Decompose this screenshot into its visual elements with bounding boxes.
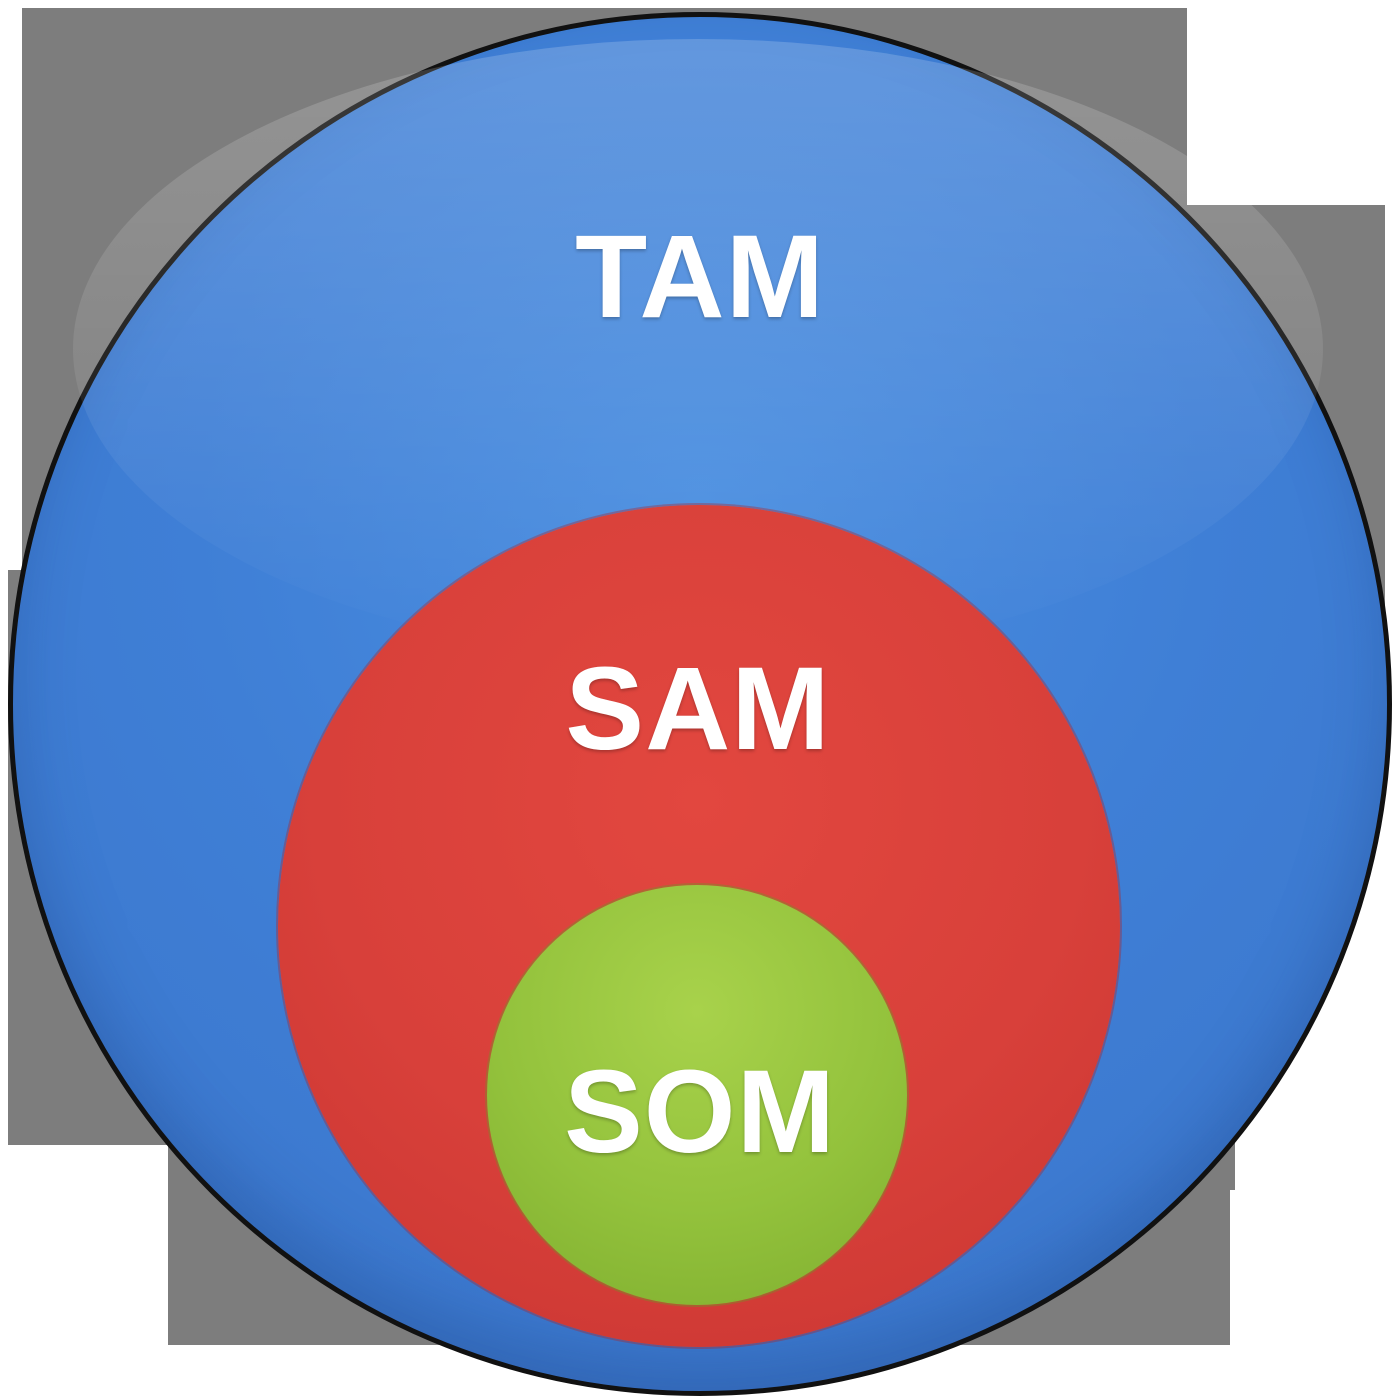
tam-label: TAM: [575, 211, 825, 343]
sam-label: SAM: [565, 643, 831, 775]
som-circle: [487, 885, 907, 1305]
som-label: SOM: [564, 1046, 836, 1178]
